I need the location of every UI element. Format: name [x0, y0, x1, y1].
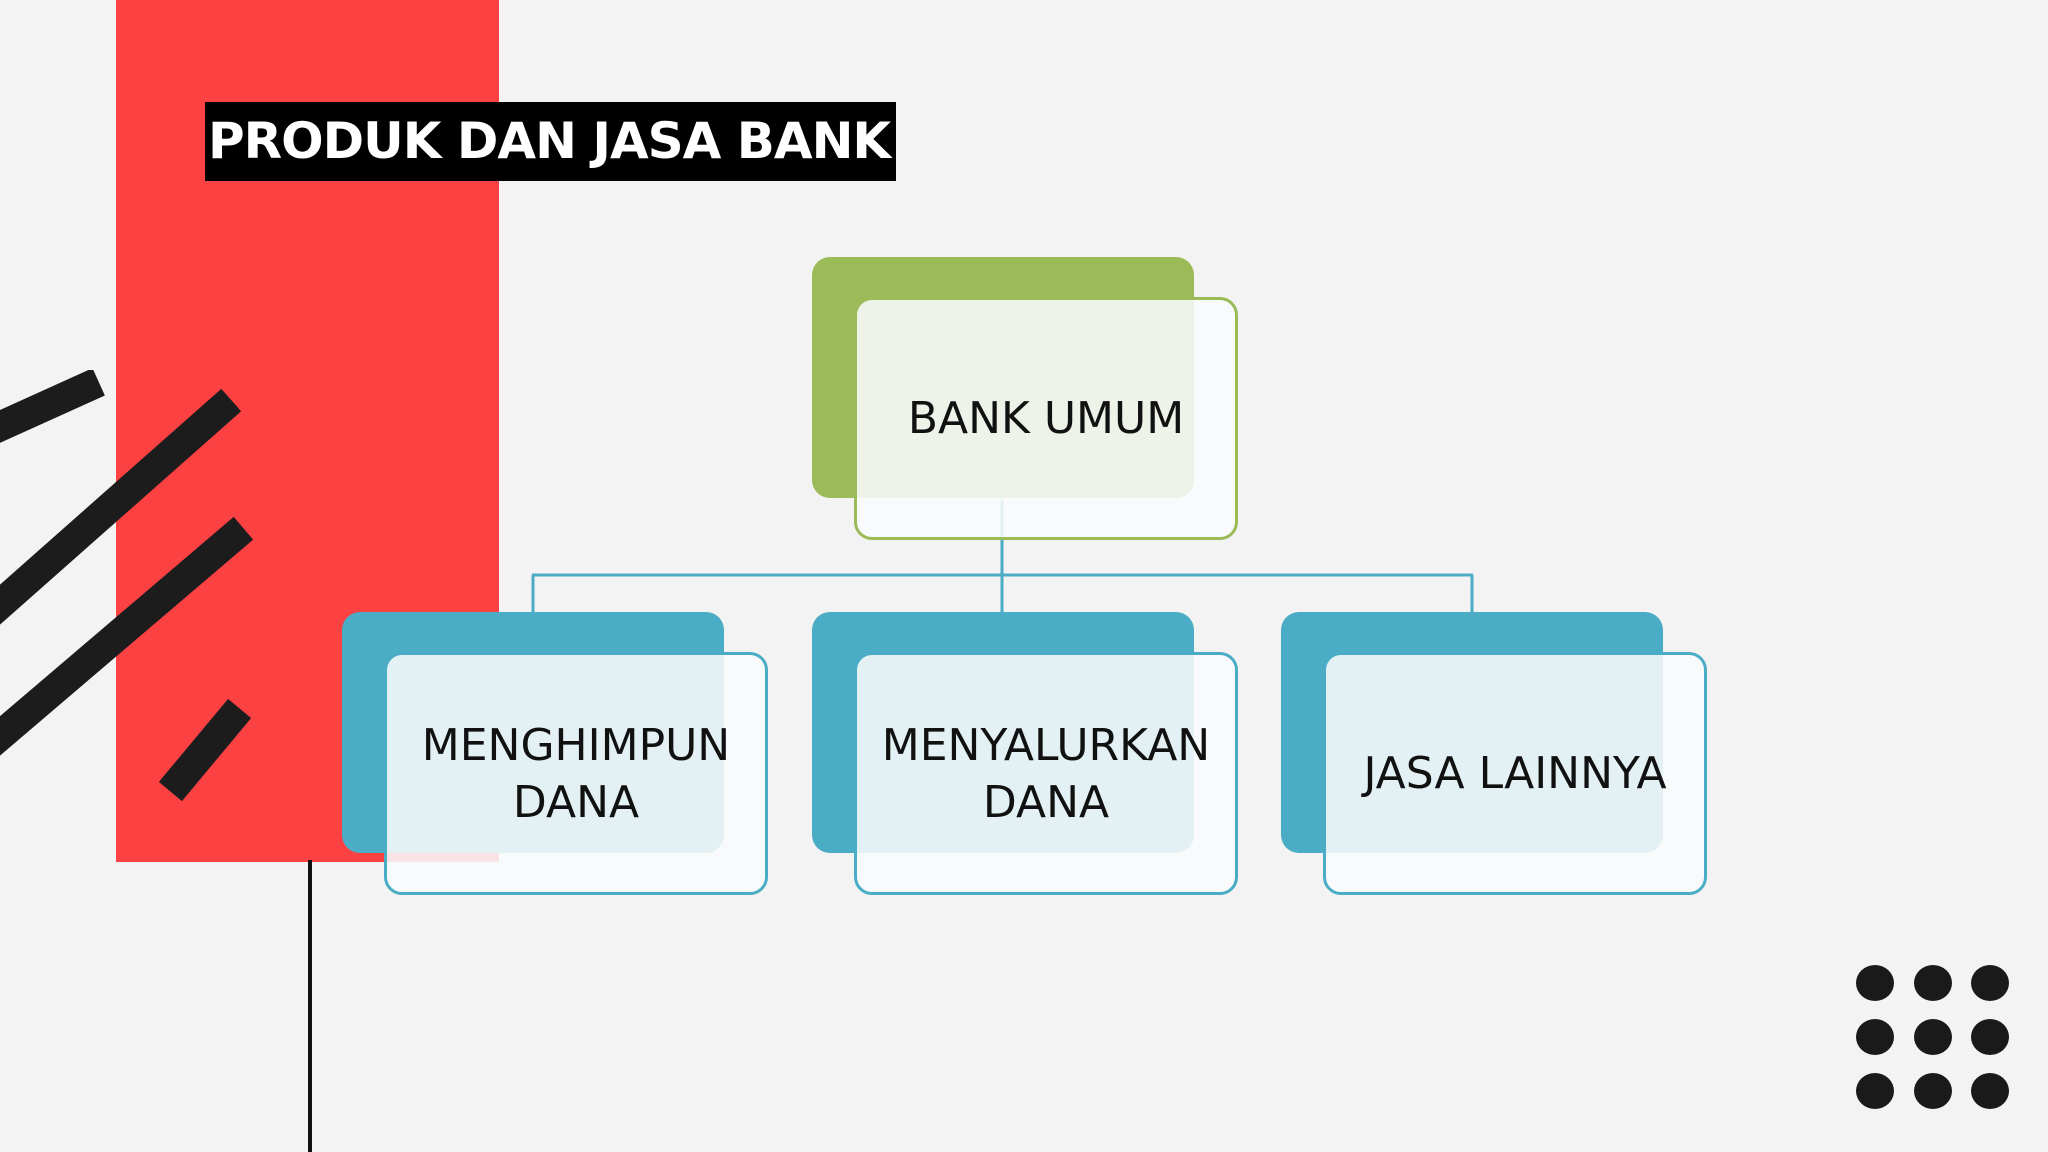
node-box: MENYALURKAN DANA — [854, 652, 1238, 895]
dot — [1971, 1073, 2009, 1109]
dot-grid-decoration — [1856, 965, 2011, 1115]
dot — [1856, 965, 1894, 1001]
node-box: BANK UMUM — [854, 297, 1238, 540]
dot — [1856, 1019, 1894, 1055]
node-label: BANK UMUM — [907, 393, 1185, 444]
dot — [1914, 1073, 1952, 1109]
node-menyalurkan-dana: MENYALURKAN DANA — [812, 612, 1238, 895]
dot — [1856, 1073, 1894, 1109]
node-label: JASA LAINNYA — [1363, 748, 1667, 799]
node-bank-umum: BANK UMUM — [812, 257, 1238, 540]
node-menghimpun-dana: MENGHIMPUN DANA — [342, 612, 768, 895]
slide-title: PRODUK DAN JASA BANK — [205, 102, 896, 181]
node-jasa-lainnya: JASA LAINNYA — [1281, 612, 1707, 895]
dot — [1971, 965, 2009, 1001]
node-label: MENGHIMPUN DANA — [421, 719, 731, 828]
vertical-divider-line — [308, 860, 312, 1152]
node-box: MENGHIMPUN DANA — [384, 652, 768, 895]
node-label: MENYALURKAN DANA — [881, 719, 1211, 828]
dot — [1914, 965, 1952, 1001]
dot — [1914, 1019, 1952, 1055]
diagonal-stripes-decoration — [0, 370, 254, 802]
node-box: JASA LAINNYA — [1323, 652, 1707, 895]
dot — [1971, 1019, 2009, 1055]
